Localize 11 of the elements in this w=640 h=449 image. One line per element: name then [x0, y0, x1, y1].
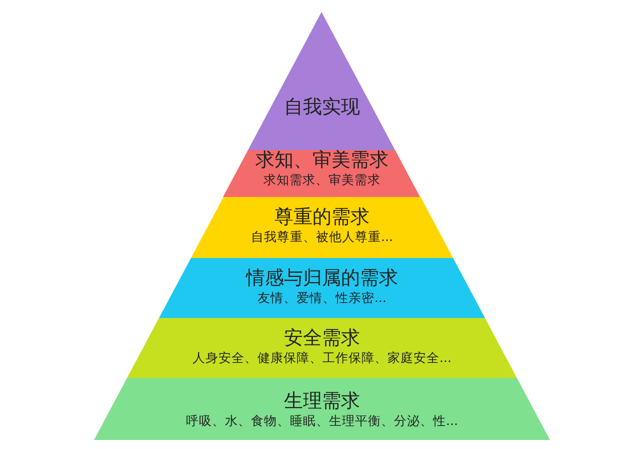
- level-title: 尊重的需求: [273, 206, 370, 228]
- level-description: 友情、爱情、性亲密...: [256, 290, 388, 306]
- level-description: 求知需求、审美需求: [262, 172, 382, 188]
- level-description: 人身安全、健康保障、工作保障、家庭安全...: [192, 350, 452, 366]
- level-description: 呼吸、水、食物、睡眠、生理平衡、分泌、性...: [185, 413, 459, 429]
- level-description: 自我尊重、被他人尊重...: [250, 229, 394, 245]
- level-title: 情感与归属的需求: [244, 267, 399, 289]
- level-title: 求知、审美需求: [254, 149, 390, 171]
- level-title: 生理需求: [283, 390, 361, 412]
- level-title: 自我实现: [282, 96, 361, 118]
- level-title: 安全需求: [282, 327, 361, 349]
